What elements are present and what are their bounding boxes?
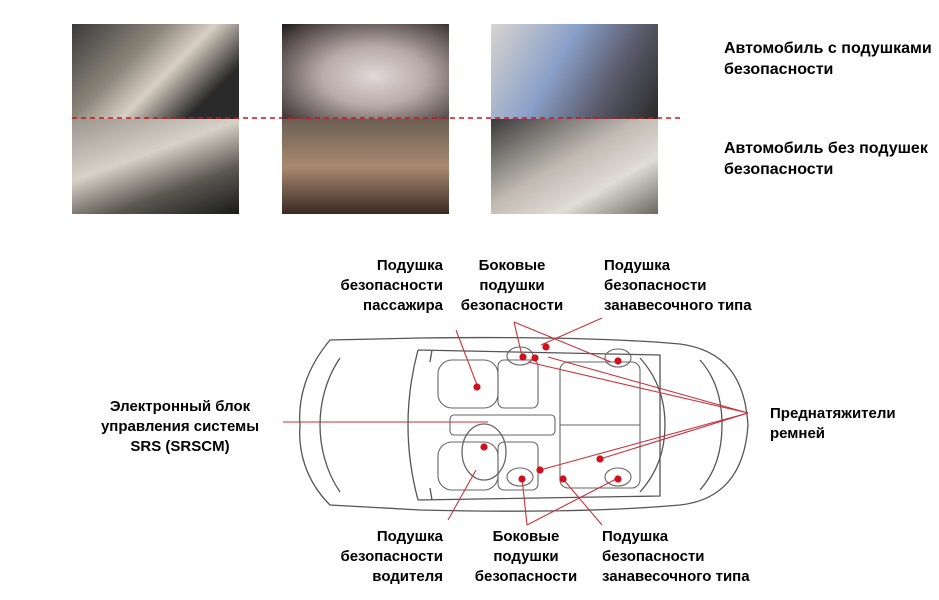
legend-without-airbags: Автомобиль без подушек безопасности [724,140,928,178]
label-curtain-airbag-top: Подушка безопасности занавесочного типа [604,257,752,314]
seats [437,359,641,491]
label-curtain-airbag-bottom: Подушка безопасности занавесочного типа [602,528,750,585]
leader-lines [283,317,749,526]
label-side-airbags-top: Боковые подушки безопасности [460,257,564,314]
label-pretensioners: Преднатяжители ремней [770,405,896,442]
crash-photo-2 [282,24,449,214]
legend-with-airbags: Автомобиль с подушками безопасности [724,40,932,78]
crash-photo-1 [72,24,239,214]
airbag-modules [506,346,632,487]
steering-wheel [461,423,507,481]
component-dots [473,343,622,483]
label-side-airbags-bottom: Боковые подушки безопасности [474,528,578,585]
label-srscm: Электронный блок управления системы SRS … [100,398,260,455]
label-driver-airbag: Подушка безопасности водителя [340,528,443,585]
car-outline [299,336,749,512]
crash-photo-3 [491,24,658,214]
label-passenger-airbag: Подушка безопасности пассажира [340,257,443,314]
